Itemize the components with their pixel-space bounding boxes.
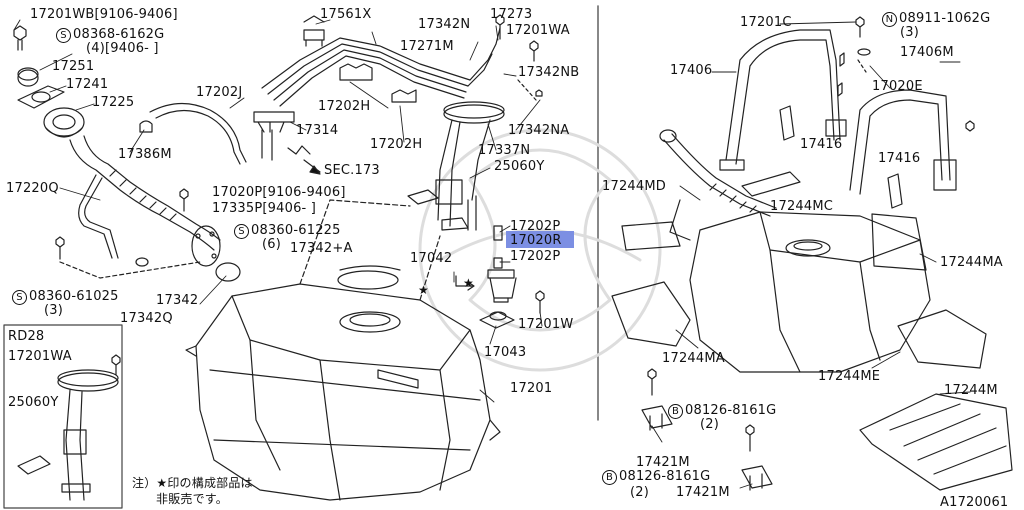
label-08360-61225-qty: (6) xyxy=(262,237,282,252)
note-line-2: 非販売です。 xyxy=(156,492,229,506)
label-17244me[interactable]: 17244ME xyxy=(818,369,881,384)
label-17202p-1[interactable]: 17202P xyxy=(510,219,561,234)
label-08368-qty: (4)[9406- ] xyxy=(86,41,159,56)
label-17342q[interactable]: 17342Q xyxy=(120,311,173,326)
label-17043[interactable]: 17043 xyxy=(484,345,527,360)
label-rd28-17201wa[interactable]: 17201WA xyxy=(8,349,72,364)
mounting-brackets xyxy=(641,368,773,491)
label-17042[interactable]: 17042 xyxy=(410,251,453,266)
label-17225[interactable]: 17225 xyxy=(92,95,135,110)
label-08126-2-text: 08126-8161G xyxy=(619,469,711,484)
filler-neck-assembly xyxy=(13,25,247,282)
label-17202p-2[interactable]: 17202P xyxy=(510,249,561,264)
label-17201[interactable]: 17201 xyxy=(510,381,553,396)
label-17386m[interactable]: 17386M xyxy=(118,147,172,162)
star-mark-icon: ★ xyxy=(463,276,474,290)
standard-part-n-icon: N xyxy=(882,12,897,27)
rd28-sender-unit xyxy=(17,354,121,501)
label-17244ma-2[interactable]: 17244MA xyxy=(662,351,725,366)
label-17020p[interactable]: 17020P[9106-9406] xyxy=(212,185,346,200)
label-rd28-25060y[interactable]: 25060Y xyxy=(8,395,59,410)
label-sec173[interactable]: SEC.173 xyxy=(324,163,380,178)
label-08368-text: 08368-6162G xyxy=(73,27,165,42)
label-17201c[interactable]: 17201C xyxy=(740,15,792,30)
fuel-tank-17201 xyxy=(185,199,501,501)
label-17244mc[interactable]: 17244MC xyxy=(770,199,834,214)
tank-straps xyxy=(719,16,975,209)
fuel-tank-right xyxy=(659,129,931,373)
label-08911-qty: (3) xyxy=(900,25,920,40)
label-17342nb[interactable]: 17342NB xyxy=(518,65,580,80)
label-17416-2[interactable]: 17416 xyxy=(878,151,921,166)
label-17416-1[interactable]: 17416 xyxy=(800,137,843,152)
label-08911-text: 08911-1062G xyxy=(899,11,991,26)
standard-part-s-icon: S xyxy=(56,28,71,43)
label-17244md[interactable]: 17244MD xyxy=(602,179,666,194)
label-17244ma-1[interactable]: 17244MA xyxy=(940,255,1003,270)
label-08360-61025-qty: (3) xyxy=(44,303,64,318)
label-08360-61225-text: 08360-61225 xyxy=(251,223,341,238)
label-25060y[interactable]: 25060Y xyxy=(494,159,545,174)
label-17406[interactable]: 17406 xyxy=(670,63,713,78)
leader-lines xyxy=(13,19,971,489)
label-rd28: RD28 xyxy=(8,329,45,344)
standard-part-b-icon: B xyxy=(668,404,683,419)
label-17406m[interactable]: 17406M xyxy=(900,45,954,60)
label-17421m-1[interactable]: 17421M xyxy=(636,455,690,470)
note-line-1: 注）★印の構成部品は xyxy=(132,476,253,490)
label-17271m[interactable]: 17271M xyxy=(400,39,454,54)
fuel-sender-unit xyxy=(407,101,505,231)
label-17273[interactable]: 17273 xyxy=(490,7,533,22)
label-08360-61025-text: 08360-61025 xyxy=(29,289,119,304)
label-17201wa[interactable]: 17201WA xyxy=(506,23,570,38)
label-17220q[interactable]: 17220Q xyxy=(6,181,59,196)
rd28-inset-frame xyxy=(3,324,123,509)
label-17337n[interactable]: 17337N xyxy=(478,143,531,158)
label-17202j[interactable]: 17202J xyxy=(196,85,243,100)
label-08126-1-qty: (2) xyxy=(700,417,720,432)
label-17244m[interactable]: 17244M xyxy=(944,383,998,398)
label-17241[interactable]: 17241 xyxy=(66,77,109,92)
label-17335p[interactable]: 17335P[9406- ] xyxy=(212,201,317,216)
label-08126-2-qty: (2) xyxy=(630,485,650,500)
label-17201w[interactable]: 17201W xyxy=(518,317,574,332)
standard-part-b-icon: B xyxy=(602,470,617,485)
diagram-id: A1720061 xyxy=(940,495,1009,510)
label-17342[interactable]: 17342 xyxy=(156,293,199,308)
label-08126-1-text: 08126-8161G xyxy=(685,403,777,418)
label-17202h-2[interactable]: 17202H xyxy=(370,137,423,152)
label-17202h-1[interactable]: 17202H xyxy=(318,99,371,114)
label-17020e[interactable]: 17020E xyxy=(872,79,923,94)
star-mark-icon: ★ xyxy=(418,283,429,297)
fuel-pump-components xyxy=(455,225,545,329)
label-17314[interactable]: 17314 xyxy=(296,123,339,138)
label-17342n[interactable]: 17342N xyxy=(418,17,471,32)
highlight-17020r-bg xyxy=(506,231,574,248)
heat-insulators xyxy=(611,171,1013,491)
label-17342a[interactable]: 17342+A xyxy=(290,241,353,256)
label-17020r[interactable]: 17020R xyxy=(510,233,562,248)
standard-part-s-icon: S xyxy=(234,224,249,239)
label-17251[interactable]: 17251 xyxy=(52,59,95,74)
standard-part-s-icon: S xyxy=(12,290,27,305)
label-17342na[interactable]: 17342NA xyxy=(508,123,570,138)
label-17201wb[interactable]: 17201WB[9106-9406] xyxy=(30,7,178,22)
fuel-tube-assembly xyxy=(253,14,543,175)
label-17421m-2[interactable]: 17421M xyxy=(676,485,730,500)
label-17561x[interactable]: 17561X xyxy=(320,7,372,22)
